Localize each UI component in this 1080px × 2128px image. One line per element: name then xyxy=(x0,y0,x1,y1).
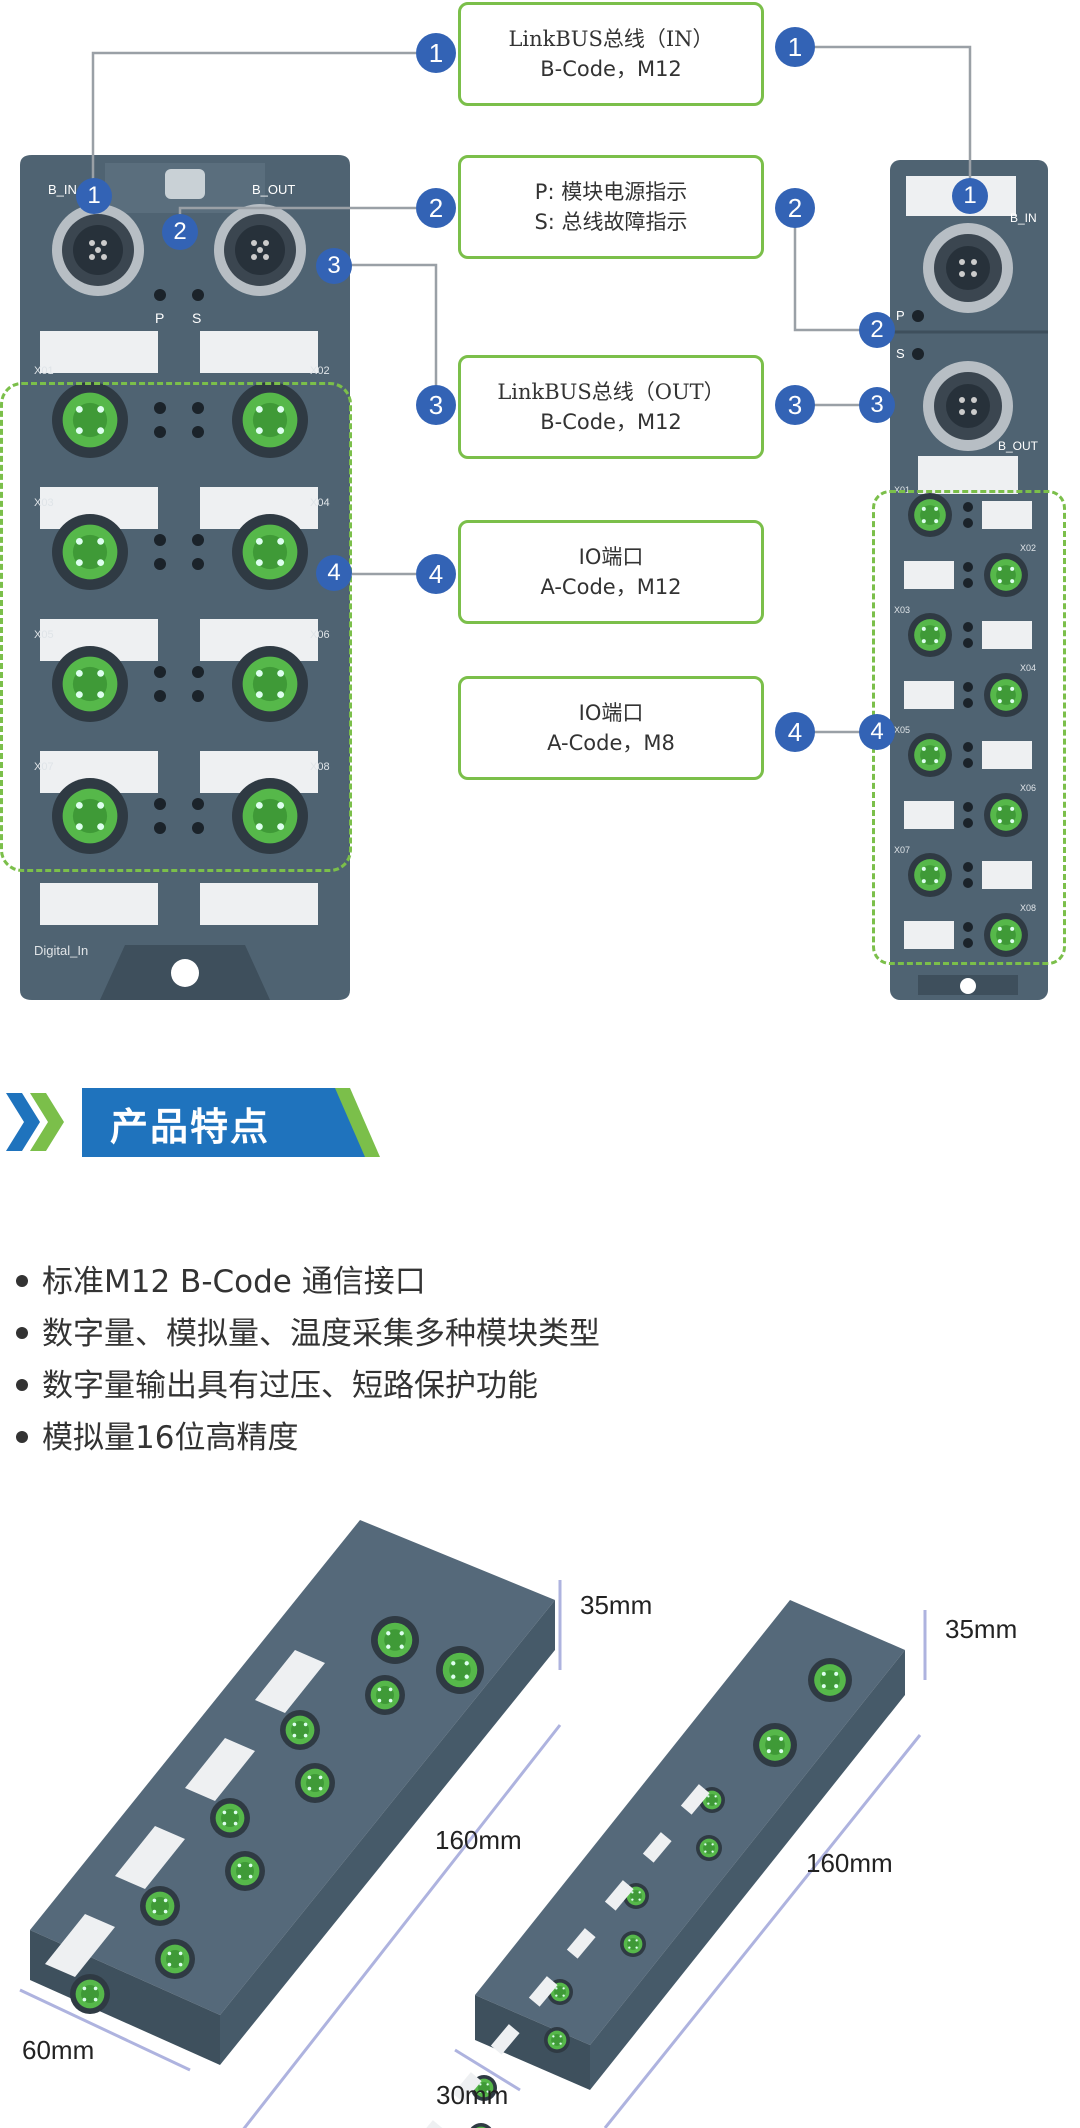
badge-1-small-module: 1 xyxy=(952,178,988,214)
badge-3-right: 3 xyxy=(775,385,815,425)
large-port-label: X02 xyxy=(310,365,330,377)
callout-io-m8-sub: A-Code，M8 xyxy=(547,731,675,755)
chevron-right-icon-2 xyxy=(30,1093,64,1151)
large-port-label: X04 xyxy=(310,497,330,509)
dim-large-width: 60mm xyxy=(22,2035,95,2065)
section-title: 产品特点 xyxy=(110,1105,271,1149)
badge-1-right: 1 xyxy=(775,27,815,67)
small-port-label: X02 xyxy=(1020,543,1036,553)
badge-4-right: 4 xyxy=(775,712,815,752)
callout-io-m12-sub: A-Code，M12 xyxy=(540,575,682,599)
large-p-label: P xyxy=(155,310,164,326)
large-port-label: X06 xyxy=(310,629,330,641)
badge-2-right: 2 xyxy=(775,188,815,228)
callout-linkbus-in: LinkBUS总线（IN） B-Code，M12 xyxy=(458,2,764,106)
badge-2-small-module: 2 xyxy=(859,312,895,348)
feature-text: 模拟量16位高精度 xyxy=(42,1420,299,1456)
callout-linkbus-out: LinkBUS总线（OUT） B-Code，M12 xyxy=(458,355,764,459)
badge-2-left: 2 xyxy=(416,188,456,228)
callout-linkbus-out-sub: B-Code，M12 xyxy=(540,410,682,434)
badge-1-large-module: 1 xyxy=(76,178,112,214)
large-port-label: X05 xyxy=(34,629,54,641)
chevron-right-icon xyxy=(6,1093,40,1151)
callout-linkbus-in-title: LinkBUS总线（IN） xyxy=(508,27,714,51)
feature-text: 数字量、模拟量、温度采集多种模块类型 xyxy=(42,1316,600,1352)
badge-3-left: 3 xyxy=(416,385,456,425)
small-port-label: X04 xyxy=(1020,663,1036,673)
small-port-label: X07 xyxy=(894,845,910,855)
badge-4-small-module: 4 xyxy=(859,714,895,750)
feature-item: 数字量输出具有过压、短路保护功能 xyxy=(16,1366,538,1406)
large-port-label: X07 xyxy=(34,761,54,773)
large-s-label: S xyxy=(192,310,201,326)
badge-2-large-module: 2 xyxy=(162,214,198,250)
small-port-label: X06 xyxy=(1020,783,1036,793)
callout-io-m8: IO端口 A-Code，M8 xyxy=(458,676,764,780)
dim-small-width: 30mm xyxy=(436,2080,509,2110)
large-port-label: X01 xyxy=(34,365,54,377)
callout-indicator-p: P: 模块电源指示 xyxy=(534,180,688,204)
badge-4-left: 4 xyxy=(416,554,456,594)
large-b-out-label: B_OUT xyxy=(252,182,295,197)
feature-item: 数字量、模拟量、温度采集多种模块类型 xyxy=(16,1314,600,1354)
dim-large-length: 160mm xyxy=(435,1825,522,1855)
section-banner xyxy=(6,1088,380,1157)
small-port-label: X05 xyxy=(894,725,910,735)
callout-indicator-s: S: 总线故障指示 xyxy=(534,210,688,234)
callout-linkbus-out-title: LinkBUS总线（OUT） xyxy=(497,380,725,404)
feature-item: 标准M12 B-Code 通信接口 xyxy=(16,1262,426,1302)
product-3d-views xyxy=(19,1520,927,2128)
callout-io-m8-title: IO端口 xyxy=(578,701,644,725)
small-port-label: X03 xyxy=(894,605,910,615)
small-b-in-label: B_IN xyxy=(1010,211,1037,225)
small-b-out-label: B_OUT xyxy=(998,439,1039,453)
callout-io-m12-title: IO端口 xyxy=(578,545,644,569)
small-p-label: P xyxy=(896,308,905,323)
dim-small-height: 35mm xyxy=(945,1614,1018,1644)
badge-4-large-module: 4 xyxy=(316,555,352,591)
callout-indicators: P: 模块电源指示 S: 总线故障指示 xyxy=(458,155,764,259)
callout-io-m12: IO端口 A-Code，M12 xyxy=(458,520,764,624)
small-s-label: S xyxy=(896,346,905,361)
large-port-label: X03 xyxy=(34,497,54,509)
large-io-highlight xyxy=(0,382,352,872)
dim-small-length: 160mm xyxy=(806,1848,893,1878)
feature-item: 模拟量16位高精度 xyxy=(16,1418,298,1458)
callout-linkbus-in-sub: B-Code，M12 xyxy=(540,57,682,81)
feature-text: 标准M12 B-Code 通信接口 xyxy=(42,1264,426,1300)
small-port-label: X08 xyxy=(1020,903,1036,913)
large-footer-label: Digital_In xyxy=(34,943,88,958)
feature-text: 数字量输出具有过压、短路保护功能 xyxy=(42,1368,538,1404)
large-b-in-label: B_IN xyxy=(48,182,77,197)
badge-1-left: 1 xyxy=(416,33,456,73)
badge-3-large-module: 3 xyxy=(316,248,352,284)
badge-3-small-module: 3 xyxy=(859,387,895,423)
callout-lines xyxy=(91,45,972,734)
large-port-label: X08 xyxy=(310,761,330,773)
dim-large-height: 35mm xyxy=(580,1590,653,1620)
